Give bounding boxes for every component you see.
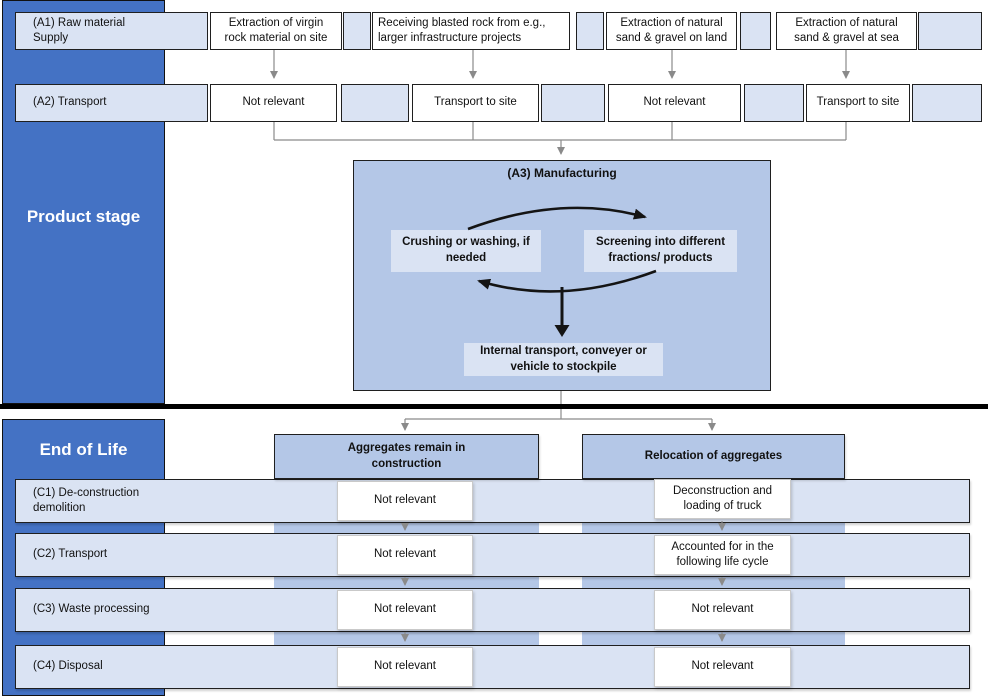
c2-left-value: Not relevant bbox=[337, 535, 473, 575]
product-stage-sidebar: Product stage bbox=[2, 0, 165, 404]
filler-box bbox=[918, 12, 982, 50]
filler-box bbox=[343, 12, 371, 50]
filler-box bbox=[912, 84, 982, 122]
c2-right-value: Accounted for in the following life cycl… bbox=[654, 535, 791, 575]
row-c3: (C3) Waste processing bbox=[15, 588, 970, 632]
section-divider bbox=[0, 404, 988, 409]
row-c4: (C4) Disposal bbox=[15, 645, 970, 689]
product-stage-label: Product stage bbox=[26, 207, 141, 226]
row-c2: (C2) Transport bbox=[15, 533, 970, 577]
a1-option-sand-gravel-land: Extraction of natural sand & gravel on l… bbox=[606, 12, 737, 50]
c1-row-label: (C1) De-construction demolition bbox=[33, 486, 140, 514]
filler-box bbox=[744, 84, 804, 122]
a3-eol-connector bbox=[401, 391, 716, 431]
c1-left-value: Not relevant bbox=[337, 481, 473, 521]
c2-row-label: (C2) Transport bbox=[33, 548, 108, 561]
a3-screening-box: Screening into different fractions/ prod… bbox=[584, 230, 737, 272]
a1-option-extraction-virgin-rock: Extraction of virgin rock material on si… bbox=[210, 12, 342, 50]
a3-crushing-box: Crushing or washing, if needed bbox=[391, 230, 541, 272]
filler-box bbox=[740, 12, 771, 50]
a2-value-2: Transport to site bbox=[412, 84, 539, 122]
c1-right-value: Deconstruction and loading of truck bbox=[654, 479, 791, 519]
a3-title: (A3) Manufacturing bbox=[507, 166, 617, 180]
a3-manufacturing-box: (A3) Manufacturing Crushing or washing, … bbox=[353, 160, 771, 391]
a3-internal-transport-box: Internal transport, conveyer or vehicle … bbox=[464, 343, 663, 376]
a1-option-sand-gravel-sea: Extraction of natural sand & gravel at s… bbox=[776, 12, 917, 50]
filler-box bbox=[576, 12, 604, 50]
column-header-relocation: Relocation of aggregates bbox=[582, 434, 845, 479]
end-of-life-label: End of Life bbox=[39, 440, 128, 459]
c3-left-value: Not relevant bbox=[337, 590, 473, 630]
column-header-aggregates-remain: Aggregates remain in construction bbox=[274, 434, 539, 479]
c4-row-label: (C4) Disposal bbox=[33, 660, 103, 673]
a2-value-4: Transport to site bbox=[806, 84, 910, 122]
c4-right-value: Not relevant bbox=[654, 647, 791, 687]
a2-value-3: Not relevant bbox=[608, 84, 741, 122]
a1-option-receiving-blasted-rock: Receiving blasted rock from e.g., larger… bbox=[372, 12, 570, 50]
c3-right-value: Not relevant bbox=[654, 590, 791, 630]
c3-row-label: (C3) Waste processing bbox=[33, 603, 150, 616]
c4-left-value: Not relevant bbox=[337, 647, 473, 687]
a1-row-label: (A1) Raw material Supply bbox=[15, 12, 208, 50]
a2-row-label: (A2) Transport bbox=[15, 84, 208, 122]
a2-a3-connector bbox=[273, 122, 847, 155]
row-c1: (C1) De-construction demolition bbox=[15, 479, 970, 523]
a1-a2-arrows bbox=[270, 50, 850, 79]
filler-box bbox=[341, 84, 409, 122]
a2-value-1: Not relevant bbox=[210, 84, 337, 122]
filler-box bbox=[541, 84, 605, 122]
